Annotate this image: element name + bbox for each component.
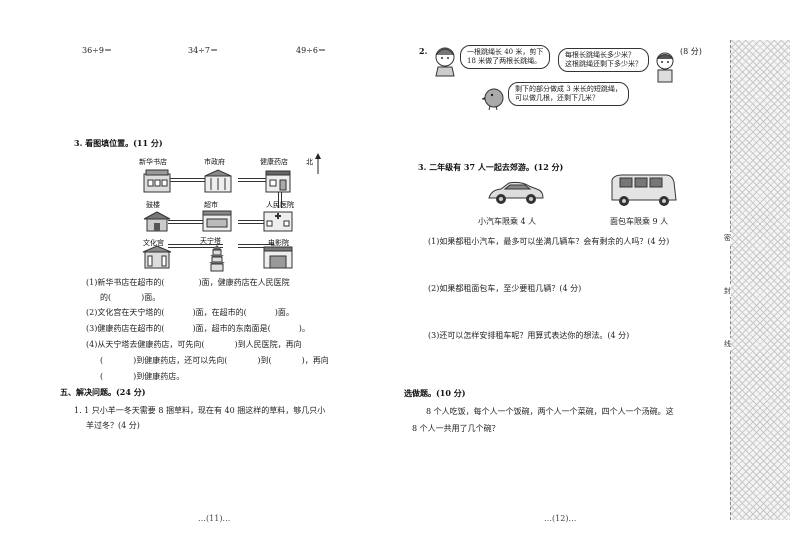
hospital-building-icon xyxy=(263,211,293,232)
rq3-sub2: (2)如果都租面包车，至少要租几辆？(4 分) xyxy=(428,284,582,293)
car-icon xyxy=(488,181,544,204)
seal-char-mi: 密 xyxy=(724,232,731,244)
bird-character-icon xyxy=(482,88,504,110)
rq3-sub3: (3)还可以怎样安排租车呢？用算式表达你的想法。(4 分) xyxy=(428,331,630,340)
north-arrow-icon xyxy=(315,153,321,174)
binding-margin xyxy=(730,40,790,520)
map-label-dianying: 电影院 xyxy=(268,239,289,247)
q3-sub4-line2: ()到健康药店，还可以先向()到()，再向 xyxy=(100,356,329,365)
section5-q1-line1: 1. 1 只小羊一冬天需要 8 捆草料，现在有 40 捆这样的草料，够几只小 xyxy=(74,406,326,415)
map-label-renmin: 人民医院 xyxy=(266,201,294,209)
map-label-shizhengfu: 市政府 xyxy=(204,158,225,166)
page-number-value: 11 xyxy=(209,514,220,523)
speech-bubble-2: 每根长跳绳长多少米？ 这根跳绳还剩下多少米？ xyxy=(558,48,649,72)
road xyxy=(168,220,223,224)
page-number-right: …(12)… xyxy=(544,514,577,523)
boy-character-icon xyxy=(656,52,674,83)
rq3-sub1: (1)如果都租小汽车，最多可以坐满几辆车？会有剩余的人吗？(4 分) xyxy=(428,237,670,246)
bubble2-line1: 每根长跳绳长多少米？ xyxy=(565,51,635,59)
bubble3-line2: 可以做几根，还剩下几米？ xyxy=(515,94,599,102)
map-label-tianning: 天宁塔 xyxy=(200,237,221,245)
map-label-jiankang: 健康药店 xyxy=(260,158,288,166)
government-building-icon xyxy=(204,169,232,193)
q3-sub1-line2: 的()面。 xyxy=(100,293,161,302)
road xyxy=(168,244,223,248)
map-label-wenhua: 文化宫 xyxy=(143,239,164,247)
girl-character-icon xyxy=(435,47,455,77)
q2-number: 2. xyxy=(419,46,428,56)
q3-sub1-line1: (1)新华书店在超市的()面，健康药店在人民医院 xyxy=(86,278,290,287)
q3-title: 3. 看图填位置。(11 分) xyxy=(74,138,163,148)
map-label-north: 北 xyxy=(306,158,313,166)
map-label-chaoshi: 超市 xyxy=(204,201,218,209)
supermarket-building-icon xyxy=(202,210,232,232)
seal-char-xian: 线 xyxy=(724,338,731,350)
cut-line xyxy=(730,40,731,520)
map-label-xinhua: 新华书店 xyxy=(139,158,167,166)
optional-line2: 8 个人一共用了几个碗？ xyxy=(412,424,500,433)
bubble2-line2: 这根跳绳还剩下多少米？ xyxy=(565,60,642,68)
cultural-palace-icon xyxy=(142,245,172,269)
map-label-gulou: 鼓楼 xyxy=(146,201,160,209)
q3-sub2: (2)文化宫在天宁塔的()面，在超市的()面。 xyxy=(86,308,294,317)
road xyxy=(238,178,274,182)
pagoda-icon xyxy=(209,245,225,272)
seal-char-feng: 封 xyxy=(724,285,731,297)
q2-score: (8 分) xyxy=(680,47,702,56)
bookstore-building-icon xyxy=(143,169,171,193)
speech-bubble-1: 一根跳绳长 40 米，剪下 18 米做了两根长跳绳。 xyxy=(460,45,551,69)
speech-bubble-3: 剩下的部分做成 3 米长的短跳绳， 可以做几根，还剩下几米？ xyxy=(508,82,629,106)
cinema-building-icon xyxy=(263,246,293,269)
page-number-value: 12 xyxy=(555,514,566,523)
road xyxy=(238,244,274,248)
bubble1-line2: 18 米做了两根长跳绳。 xyxy=(467,57,542,65)
optional-line1: 8 个人吃饭，每个人一个饭碗，两个人一个菜碗，四个人一个汤碗。这 xyxy=(426,407,674,416)
page-number-left: …(11)… xyxy=(198,514,231,523)
q3-sub3: (3)健康药店在超市的()面，超市的东南面是()。 xyxy=(86,324,310,333)
bubble1-line1: 一根跳绳长 40 米，剪下 xyxy=(467,48,544,56)
division-problem-3: 49÷6＝ xyxy=(296,46,326,55)
van-capacity-label: 面包车限乘 9 人 xyxy=(610,217,669,226)
division-problem-2: 34÷7＝ xyxy=(188,46,218,55)
drum-tower-icon xyxy=(143,211,171,232)
road xyxy=(168,178,223,182)
optional-title: 选做题。(10 分) xyxy=(404,388,466,398)
van-icon xyxy=(611,174,677,206)
bubble3-line1: 剩下的部分做成 3 米长的短跳绳， xyxy=(515,85,622,93)
car-capacity-label: 小汽车限乘 4 人 xyxy=(478,217,537,226)
rq3-title: 3. 二年级有 37 人一起去郊游。(12 分) xyxy=(418,162,564,172)
road xyxy=(238,220,274,224)
pharmacy-building-icon xyxy=(265,170,291,193)
section5-q1-line2: 羊过冬？(4 分) xyxy=(86,421,140,430)
section5-title: 五、解决问题。(24 分) xyxy=(60,387,146,397)
q3-sub4-line1: (4)从天宁塔去健康药店，可先向()到人民医院，再向 xyxy=(86,340,302,349)
road xyxy=(278,190,282,208)
q3-sub4-line3: ()到健康药店。 xyxy=(100,372,185,381)
division-problem-1: 36÷9＝ xyxy=(82,46,112,55)
